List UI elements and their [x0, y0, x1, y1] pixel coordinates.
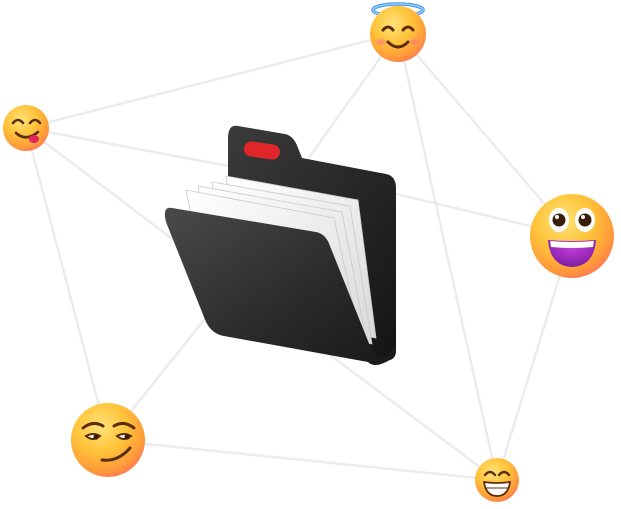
network-line: [25, 126, 251, 172]
network-line: [397, 32, 573, 237]
folder-icon: [164, 125, 396, 365]
halo-smiling-face-icon: [370, 2, 426, 62]
network-line: [107, 438, 498, 482]
beaming-face-smiling-eyes-icon: [475, 458, 519, 502]
network-line: [24, 127, 110, 441]
network-line: [25, 31, 399, 130]
face-savoring-food-icon: [3, 105, 49, 151]
smirking-face-icon: [71, 403, 145, 477]
network-line: [495, 235, 574, 481]
folder-tab-indicator: [243, 141, 280, 160]
network-line: [396, 32, 499, 481]
grinning-face-big-eyes-icon: [530, 194, 614, 278]
network-line: [309, 338, 498, 482]
network-line: [25, 127, 201, 261]
